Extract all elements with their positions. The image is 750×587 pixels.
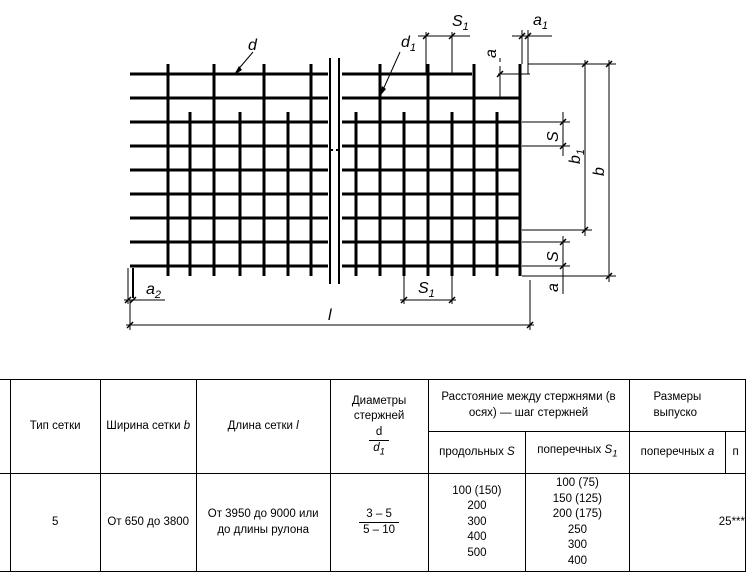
cell-diameters: 3 – 5 5 – 10 (329, 472, 429, 573)
header-diameters: Диаметры стержней d d1 (329, 379, 429, 474)
header-outlet-cut: п (725, 431, 746, 474)
header-outlet-transverse: поперечных a (628, 431, 727, 474)
label-b1: b1 (567, 149, 587, 164)
cell-outlet: 25*** (628, 472, 747, 573)
leader-arrow (380, 86, 386, 96)
header-longitudinal: продольных S (427, 431, 527, 474)
label-a-top: a (483, 49, 500, 58)
label-b: b (591, 167, 608, 176)
table-edge (0, 472, 11, 573)
mesh-drawing: d d1 S1 a1 a S b1 b S a a2 S1 l (124, 12, 616, 330)
header-transverse: поперечных S1 (525, 431, 630, 474)
table-row: 5 От 650 до 3800 От 3950 до 9000 или до … (0, 472, 747, 573)
label-s-right-bottom: S (545, 251, 562, 262)
break-lines (329, 58, 340, 284)
label-s1-top: S1 (452, 13, 469, 33)
header-mesh-type: Тип сетки (9, 379, 101, 474)
header-width: Ширина сетки b (99, 379, 197, 474)
header-length: Длина сетки l (195, 379, 331, 474)
leader-arrow (234, 66, 242, 75)
cell-longitudinal: 100 (150) 200 300 400 500 (427, 472, 527, 573)
label-l: l (328, 307, 332, 324)
dimension-ticks (124, 32, 613, 329)
spec-table: Тип сетки Ширина сетки b Длина сетки l Д… (0, 379, 747, 573)
table-edge (0, 379, 11, 474)
label-s-right-top: S (545, 131, 562, 142)
dimension-labels: d d1 S1 a1 a S b1 b S a a2 S1 l (146, 12, 608, 324)
cell-transverse: 100 (75) 150 (125) 200 (175) 250 300 400 (525, 472, 630, 573)
label-s1-bottom: S1 (418, 280, 435, 300)
label-d: d (248, 37, 258, 54)
cell-mesh-type: 5 (9, 472, 101, 573)
label-a1: a1 (533, 12, 548, 32)
header-outlets: Размеры выпуско (628, 379, 747, 432)
cell-width: От 650 до 3800 (99, 472, 197, 573)
mesh-rods (130, 64, 522, 298)
label-a-bottom: a (545, 283, 562, 292)
header-diameters-fraction: d d1 (369, 425, 389, 460)
label-d1: d1 (401, 34, 416, 54)
header-spacing: Расстояние между стержнями (в осях) — ша… (427, 379, 630, 432)
cell-length: От 3950 до 9000 или до длины рулона (195, 472, 331, 573)
label-a2: a2 (146, 281, 161, 301)
